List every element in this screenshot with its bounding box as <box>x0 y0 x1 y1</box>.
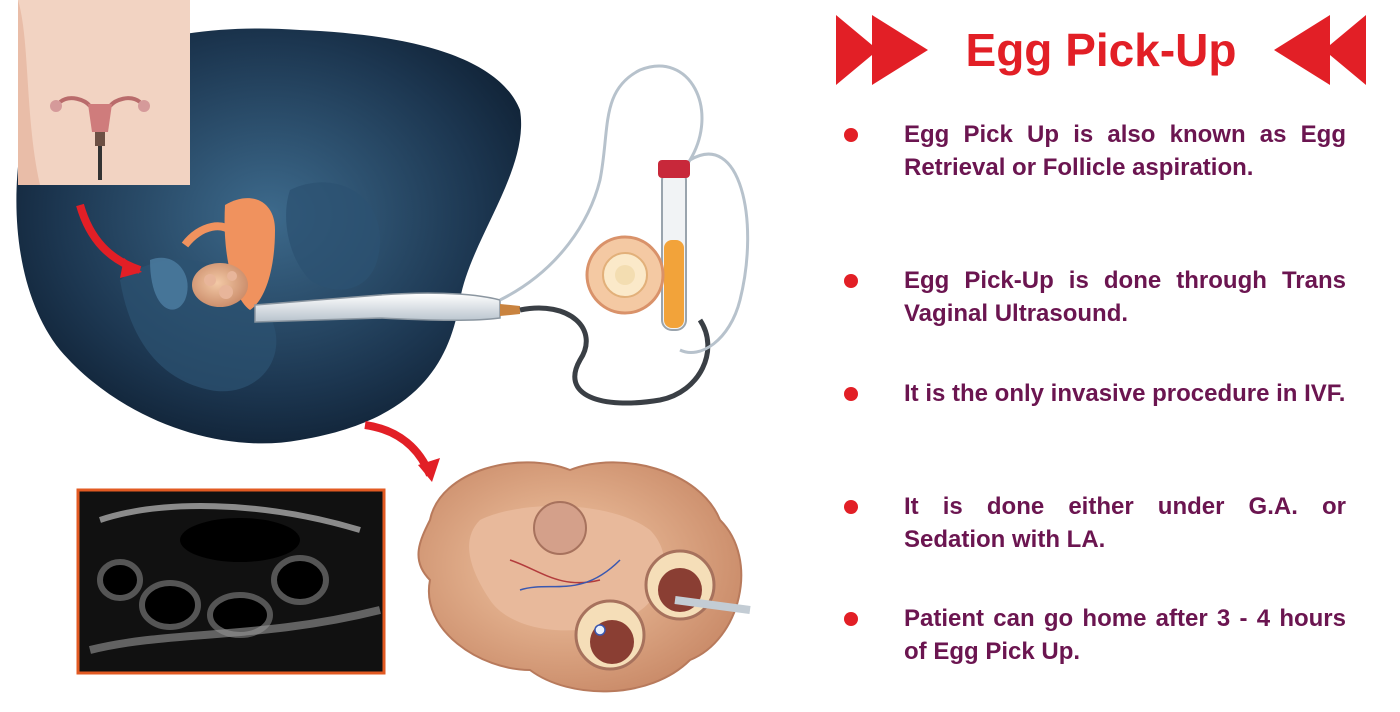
bullet-text: It is the only invasive procedure in IVF… <box>904 380 1346 407</box>
uterus-icon <box>50 96 150 180</box>
list-item: Egg Pick-Up is done through Trans Vagina… <box>840 264 1346 330</box>
ovary-organ <box>192 263 248 307</box>
bullet-dot-icon <box>844 612 858 626</box>
test-tube-icon <box>658 160 690 331</box>
ovary-cross-section <box>417 461 751 693</box>
page-title: Egg Pick-Up <box>965 24 1237 76</box>
bullet-text: It is done either under G.A. or Sedation… <box>904 493 1346 553</box>
bullet-dot-icon <box>844 128 858 142</box>
list-item: Egg Pick Up is also known as Egg Retriev… <box>840 118 1346 184</box>
double-chevron-right-icon <box>836 15 1366 85</box>
list-item: It is the only invasive procedure in IVF… <box>840 377 1346 410</box>
bullet-dot-icon <box>844 274 858 288</box>
egg-cell-icon <box>585 235 665 315</box>
bullet-text: Egg Pick Up is also known as Egg Retriev… <box>904 121 1346 181</box>
torso-inset <box>18 0 190 185</box>
bullet-dot-icon <box>844 500 858 514</box>
procedure-illustration <box>16 0 751 693</box>
bullet-text: Patient can go home after 3 - 4 hours of… <box>904 605 1346 665</box>
list-item: Patient can go home after 3 - 4 hours of… <box>840 602 1346 668</box>
bullet-text: Egg Pick-Up is done through Trans Vagina… <box>904 267 1346 327</box>
ultrasound-image <box>76 488 386 675</box>
list-item: It is done either under G.A. or Sedation… <box>840 490 1346 556</box>
bullet-dot-icon <box>844 387 858 401</box>
title-banner: Egg Pick-Up <box>836 10 1366 90</box>
